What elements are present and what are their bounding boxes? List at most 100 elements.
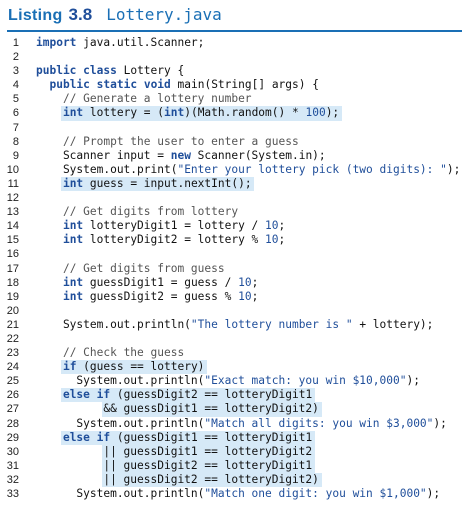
code-line: 10 System.out.print("Enter your lottery … [0,163,466,177]
line-number: 9 [12,149,19,162]
code-line: 18 int guessDigit1 = guess / 10; [0,276,466,290]
code-text: else if (guessDigit1 == lotteryDigit1 [62,430,313,444]
line-number: 1 [12,37,19,49]
listing-filename: Lottery.java [106,5,222,24]
line-number: 32 [6,473,19,486]
code-text: public class Lottery { [36,64,185,78]
line-number: 27 [6,403,19,416]
code-text: int lotteryDigit1 = lottery / 10; [62,219,286,233]
line-highlight [61,360,207,375]
code-text: Scanner input = new Scanner(System.in); [36,148,326,162]
code-text: int lotteryDigit2 = lottery % 10; [62,233,286,247]
code-line: 3 public class Lottery { [0,64,466,78]
line-number: 13 [6,206,19,219]
line-highlight [61,176,254,192]
code-text: else if (guessDigit2 == lotteryDigit1 [62,388,313,402]
line-number: 12 [6,192,19,205]
line-number: 25 [6,375,19,388]
line-number: 28 [6,417,19,430]
code-line: 31 || guessDigit2 == lotteryDigit1 [0,458,466,473]
line-highlight [61,388,315,403]
line-number: 30 [6,445,19,458]
line-number: 10 [6,163,19,176]
code-line: 29 else if (guessDigit1 == lotteryDigit1 [0,430,466,445]
code-text: public static void main(String[] args) { [49,78,319,92]
code-text: // Prompt the user to enter a guess [62,134,299,148]
line-number: 24 [6,361,19,374]
line-number: 29 [6,431,19,444]
line-number: 19 [6,290,19,303]
listing-number: 3.8 [68,5,93,24]
line-highlight [101,444,315,459]
code-line: 23 // Check the guess [0,346,466,360]
line-number: 14 [6,220,19,233]
code-text: int lottery = (int)(Math.random() * 100)… [62,106,340,120]
code-line: 32 || guessDigit2 == lotteryDigit2) [0,472,466,487]
code-line: 13 // Get digits from lottery [0,205,466,219]
code-line: 5 // Generate a lottery number [0,92,466,106]
line-number: 33 [6,488,19,500]
line-number: 2 [12,51,19,64]
line-number: 6 [12,107,19,120]
code-line: 16 [0,247,466,261]
code-line: 15 int lotteryDigit2 = lottery % 10; [0,233,466,247]
line-number: 15 [6,234,19,247]
code-line: 33 System.out.println("Match one digit: … [0,487,466,501]
code-line: 26 else if (guessDigit2 == lotteryDigit1 [0,388,466,403]
line-number: 4 [12,79,19,92]
header-rule [7,30,462,32]
code-text: System.out.println("Match all digits: yo… [36,416,447,430]
line-number: 22 [6,332,19,345]
line-highlight [61,430,315,445]
code-line: 17 // Get digits from guess [0,262,466,276]
code-text: || guessDigit2 == lotteryDigit1 [36,458,313,472]
code-text: // Get digits from lottery [62,205,239,219]
line-number: 20 [6,304,19,317]
code-line: 9 Scanner input = new Scanner(System.in)… [0,149,466,163]
code-text: // Get digits from guess [62,261,225,275]
code-text: System.out.println("Match one digit: you… [36,487,441,500]
code-text: System.out.print("Enter your lottery pic… [36,162,461,176]
code-line: 14 int lotteryDigit1 = lottery / 10; [0,219,466,233]
code-line: 2 [0,50,466,64]
line-number: 21 [6,318,19,331]
code-text: // Generate a lottery number [62,92,252,106]
code-text: System.out.println("The lottery number i… [36,317,434,331]
line-number: 26 [6,389,19,402]
code-line: 11 int guess = input.nextInt(); [0,176,466,192]
line-number: 3 [12,65,19,78]
code-text: || guessDigit2 == lotteryDigit2) [36,472,319,486]
code-line: 4 public static void main(String[] args)… [0,78,466,92]
code-line: 21 System.out.println("The lottery numbe… [0,318,466,332]
line-number: 16 [6,248,19,261]
line-number: 7 [12,121,19,134]
code-text: // Check the guess [62,346,185,360]
code-text: if (guess == lottery) [62,360,205,374]
line-number: 23 [6,347,19,360]
code-text: int guess = input.nextInt(); [62,176,252,190]
line-highlight [101,472,322,487]
code-line: 6 int lottery = (int)(Math.random() * 10… [0,106,466,121]
code-text: || guessDigit1 == lotteryDigit2 [36,444,313,458]
line-number: 8 [12,135,19,148]
code-line: 30 || guessDigit1 == lotteryDigit2 [0,444,466,459]
line-highlight [101,402,322,417]
line-number: 11 [7,177,19,190]
code-line: 1 import java.util.Scanner; [0,36,466,50]
code-text: int guessDigit1 = guess / 10; [62,275,259,289]
code-line: 19 int guessDigit2 = guess % 10; [0,290,466,304]
code-line: 25 System.out.println("Exact match: you … [0,374,466,388]
line-number: 17 [6,262,19,275]
code-text: System.out.println("Exact match: you win… [36,374,420,388]
code-line: 7 [0,121,466,135]
line-highlight [61,106,342,121]
code-line: 22 [0,332,466,346]
code-line: 27 && guessDigit1 == lotteryDigit2) [0,402,466,417]
code-text: int guessDigit2 = guess % 10; [62,289,259,303]
code-line: 24 if (guess == lottery) [0,360,466,375]
line-number: 31 [6,459,19,472]
listing-label: Listing [8,7,63,24]
code-text: import java.util.Scanner; [36,36,205,49]
